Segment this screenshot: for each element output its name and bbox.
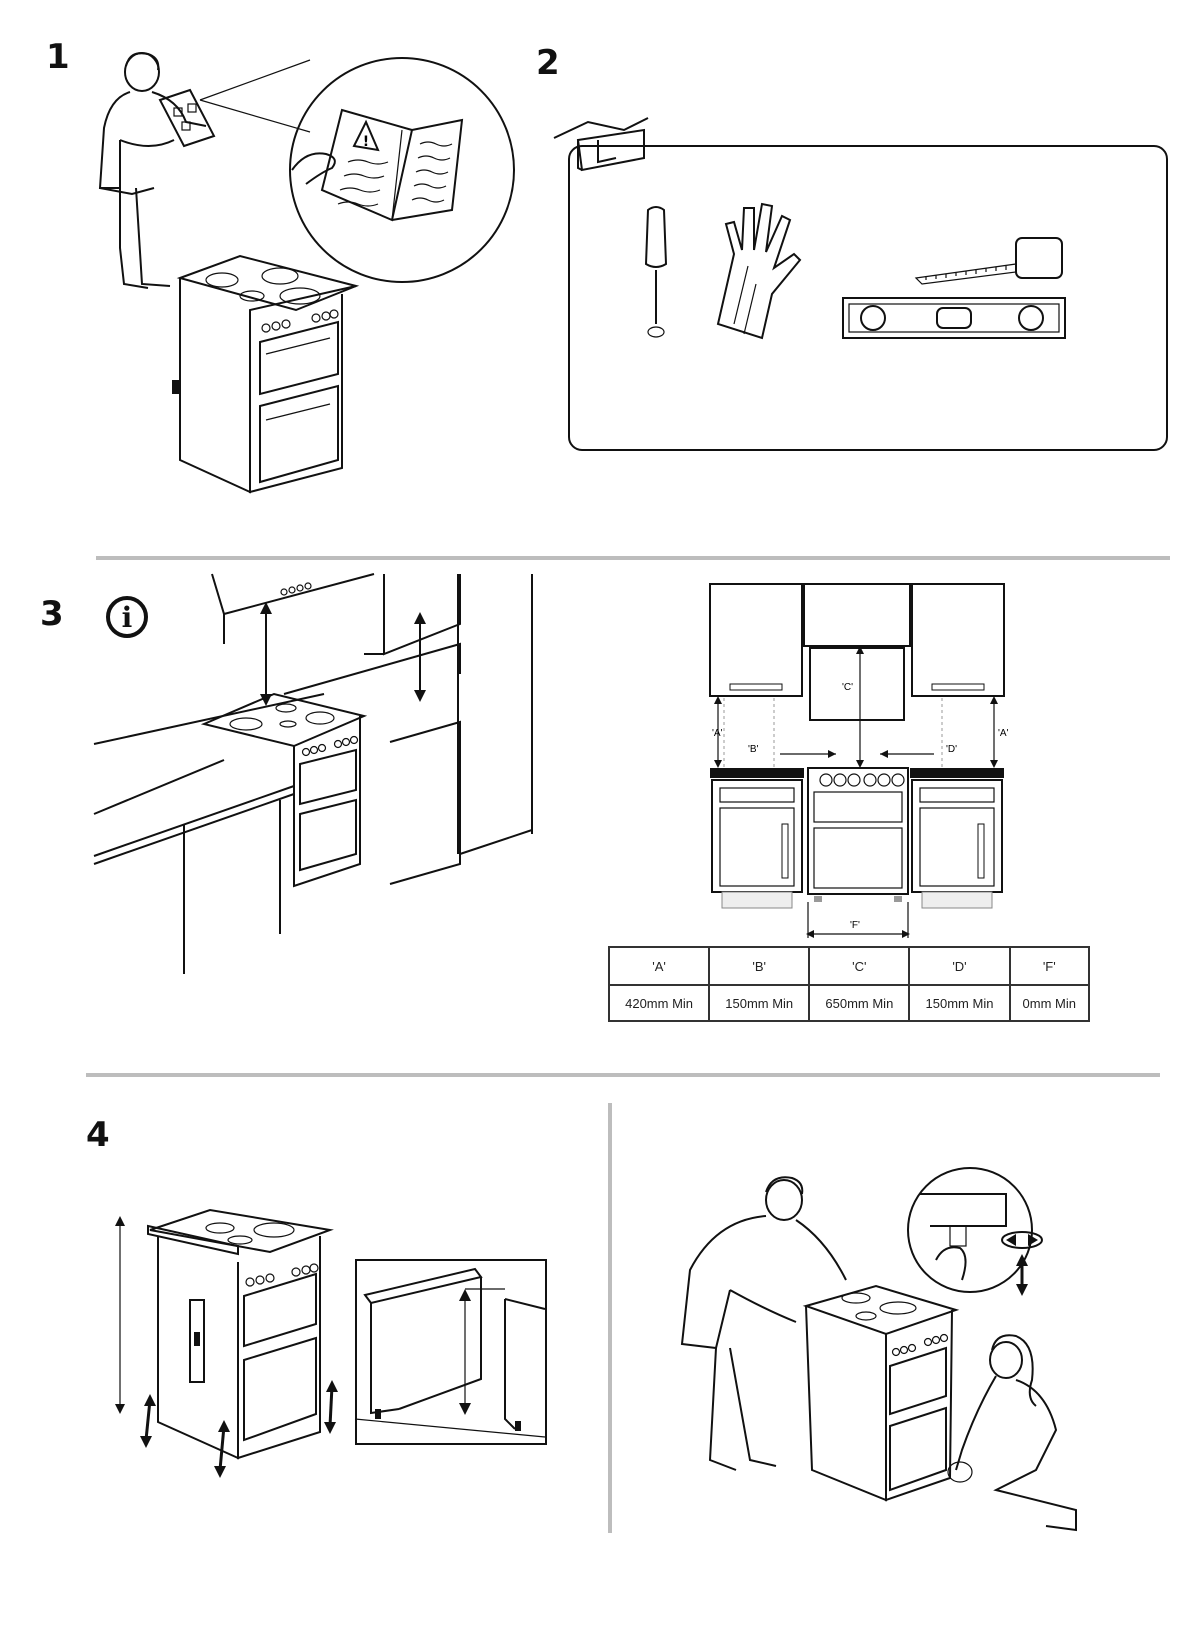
label-f: 'F' bbox=[850, 920, 860, 931]
warning-icon: ! bbox=[354, 122, 378, 150]
screwdriver-icon bbox=[636, 204, 676, 344]
label-c: 'C' bbox=[842, 682, 853, 693]
clearance-header-f: 'F' bbox=[1010, 947, 1089, 985]
clearance-value-b: 150mm Min bbox=[709, 985, 809, 1021]
clearance-header-c: 'C' bbox=[809, 947, 909, 985]
cooker-illustration bbox=[170, 250, 360, 520]
clearance-header-b: 'B' bbox=[709, 947, 809, 985]
label-d: 'D' bbox=[946, 744, 957, 755]
spirit-level-icon bbox=[841, 296, 1067, 340]
clearance-table: 'A' 'B' 'C' 'D' 'F' 420mm Min 150mm Min … bbox=[608, 946, 1090, 1022]
step-number-3: 3 bbox=[40, 597, 64, 631]
label-a-right: 'A' bbox=[998, 728, 1009, 739]
clearance-table-header-row: 'A' 'B' 'C' 'D' 'F' bbox=[609, 947, 1089, 985]
clearance-value-f: 0mm Min bbox=[1010, 985, 1089, 1021]
column-divider bbox=[608, 1103, 612, 1533]
clearance-value-d: 150mm Min bbox=[909, 985, 1009, 1021]
clearance-value-c: 650mm Min bbox=[809, 985, 909, 1021]
step-number-1: 1 bbox=[46, 40, 70, 74]
clearance-table-value-row: 420mm Min 150mm Min 650mm Min 150mm Min … bbox=[609, 985, 1089, 1021]
clearance-header-d: 'D' bbox=[909, 947, 1009, 985]
clearance-header-a: 'A' bbox=[609, 947, 709, 985]
step-number-4: 4 bbox=[86, 1118, 110, 1152]
clearance-value-a: 420mm Min bbox=[609, 985, 709, 1021]
label-b: 'B' bbox=[748, 744, 759, 755]
people-adjusting-feet-illustration bbox=[676, 1170, 1096, 1550]
tape-measure-icon bbox=[912, 234, 1072, 284]
clearance-layout-diagram: 'A' 'B' 'C' 'D' 'A' 'F' bbox=[598, 584, 1018, 940]
label-a-left: 'A' bbox=[712, 728, 723, 739]
cooker-with-level-illustration bbox=[110, 1210, 360, 1500]
svg-text:!: ! bbox=[363, 134, 369, 150]
section-divider bbox=[96, 556, 1170, 560]
worktop-height-detail bbox=[355, 1259, 547, 1445]
step-number-2: 2 bbox=[536, 46, 560, 80]
kitchen-perspective-illustration bbox=[94, 574, 554, 974]
gloves-icon bbox=[704, 194, 814, 344]
rotate-arrows-icon bbox=[1002, 1232, 1042, 1248]
section-divider bbox=[86, 1073, 1160, 1077]
